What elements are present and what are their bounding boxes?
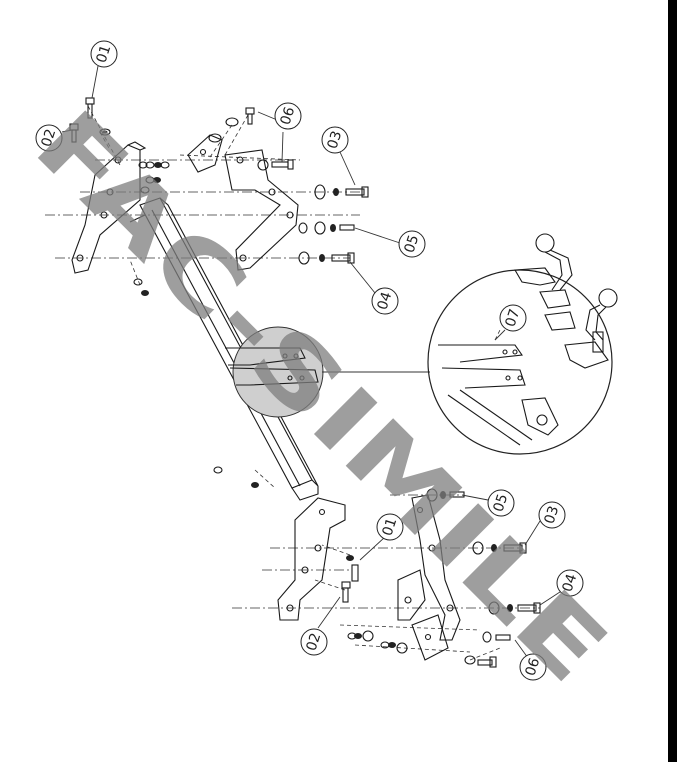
callout-label: 03 <box>325 129 346 151</box>
callout-06-lower: 06 <box>519 653 547 681</box>
callout-02-lower: 02 <box>300 628 328 656</box>
callout-06-upper: 06 <box>274 102 302 130</box>
mid-bracket-detail <box>225 326 324 418</box>
callout-label: 06 <box>523 656 544 678</box>
callout-03-upper: 03 <box>321 126 349 154</box>
callout-label: 02 <box>304 631 325 653</box>
callout-04-lower: 04 <box>556 569 584 597</box>
lower-plate <box>411 614 449 661</box>
watermark-text: FAC-SIMILE <box>14 90 627 703</box>
callout-04-upper: 04 <box>371 287 399 315</box>
callout-label: 01 <box>94 43 115 65</box>
callout-02-upper: 02 <box>35 124 63 152</box>
lower-hardware <box>213 466 541 668</box>
left-side-bracket-lower <box>277 497 346 621</box>
upper-hardware <box>69 97 369 296</box>
callout-01-upper: 01 <box>90 40 118 68</box>
callout-label: 07 <box>503 307 524 329</box>
callout-leaders <box>61 65 564 659</box>
left-side-bracket-upper <box>71 141 147 274</box>
right-side-bracket-lower <box>397 494 461 641</box>
callout-label: 03 <box>542 504 563 526</box>
callout-05-upper: 05 <box>398 230 426 258</box>
top-plate <box>187 134 223 173</box>
callout-label: 05 <box>402 233 423 255</box>
callouts: 01 02 06 03 05 04 07 05 <box>35 40 584 681</box>
callout-label: 04 <box>375 290 396 312</box>
callout-label: 02 <box>39 127 60 149</box>
callout-03-lower: 03 <box>538 501 566 529</box>
callout-05-lower: 05 <box>487 489 515 517</box>
callout-label: 04 <box>560 572 581 594</box>
hidden-lines <box>87 105 501 661</box>
magnified-detail <box>427 233 618 455</box>
callout-label: 06 <box>278 105 299 127</box>
callout-07: 07 <box>499 304 527 332</box>
callout-label: 01 <box>380 516 401 538</box>
callout-01-lower: 01 <box>376 513 404 541</box>
right-edge-bar <box>668 0 677 762</box>
right-side-bracket-upper <box>224 149 299 271</box>
callout-label: 05 <box>491 492 512 514</box>
